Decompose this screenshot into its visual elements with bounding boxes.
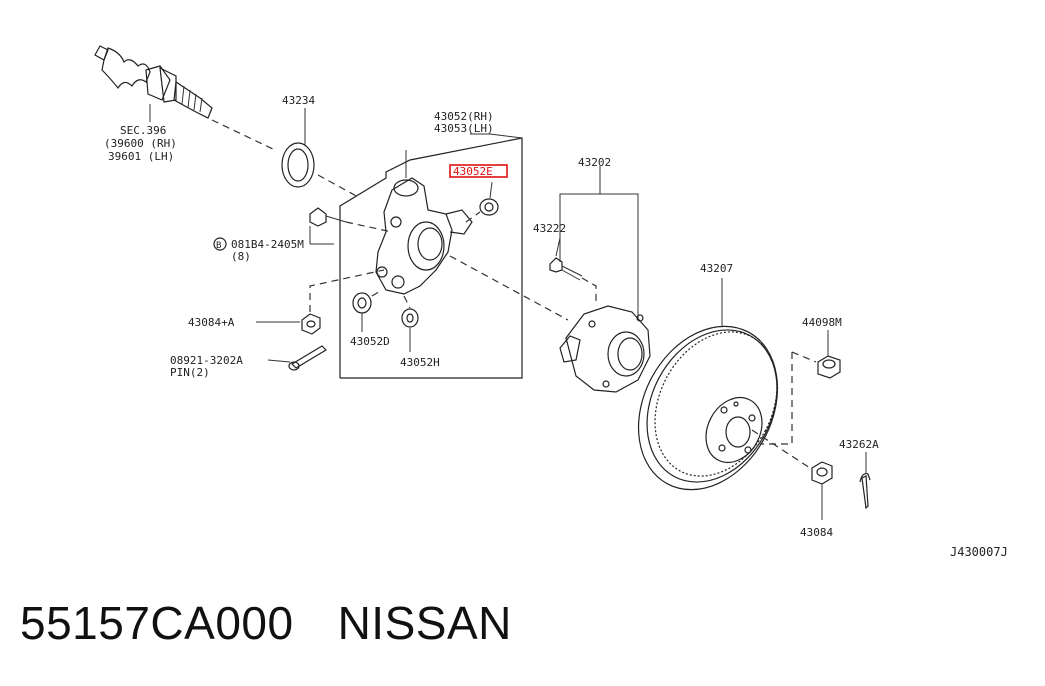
label-43262a: 43262A: [839, 438, 879, 451]
label-pin-number: 08921-3202A: [170, 354, 243, 367]
label-43053-lh: 43053(LH): [434, 122, 494, 135]
label-bolt-b: B: [216, 241, 221, 251]
cotter-pin-drawing: [859, 452, 871, 510]
parts-diagram: SEC.396 (39600 (RH) 39601 (LH) 43234 430…: [94, 45, 1008, 559]
pin-drawing: [267, 345, 327, 371]
label-sec396: SEC.396: [120, 124, 166, 137]
label-sec396-lh: 39601 (LH): [108, 150, 174, 163]
label-bolt-qty: (8): [231, 250, 251, 263]
plug-44098m-drawing: [760, 330, 841, 445]
label-43234: 43234: [282, 94, 315, 107]
nut-43084a-drawing: [256, 269, 385, 335]
brake-disc-drawing: [637, 278, 811, 491]
bolt-drawing: [309, 207, 393, 245]
drive-shaft-drawing: [94, 45, 276, 151]
label-43222: 43222: [533, 222, 566, 235]
seal-ring-drawing: [281, 108, 361, 199]
label-sec396-rh: (39600 (RH): [104, 137, 177, 150]
label-43052d: 43052D: [350, 335, 390, 348]
label-43207: 43207: [700, 262, 733, 275]
nut-43084-drawing: [811, 461, 833, 520]
label-pin-qty: PIN(2): [170, 366, 210, 379]
label-43052h: 43052H: [400, 356, 440, 369]
part-number: 55157CA000: [20, 597, 294, 649]
label-43052-rh: 43052(RH): [434, 110, 494, 123]
diagram-code: J430007J: [950, 545, 1008, 559]
label-bolt-number: 081B4-2405M: [231, 238, 304, 251]
caption: 55157CA000 NISSAN: [20, 596, 512, 666]
label-43084: 43084: [800, 526, 833, 539]
knuckle-group-box: [339, 133, 523, 379]
label-44098m: 44098M: [802, 316, 842, 329]
label-43084a: 43084+A: [188, 316, 235, 329]
hub-drawing: [449, 166, 651, 393]
highlight-box-43052e: [449, 164, 508, 178]
label-43052e: 43052E: [453, 165, 493, 178]
knuckle-drawing: [352, 150, 499, 352]
brand-name: NISSAN: [337, 597, 512, 649]
label-43202: 43202: [578, 156, 611, 169]
bolt-b-circle: [213, 237, 227, 251]
